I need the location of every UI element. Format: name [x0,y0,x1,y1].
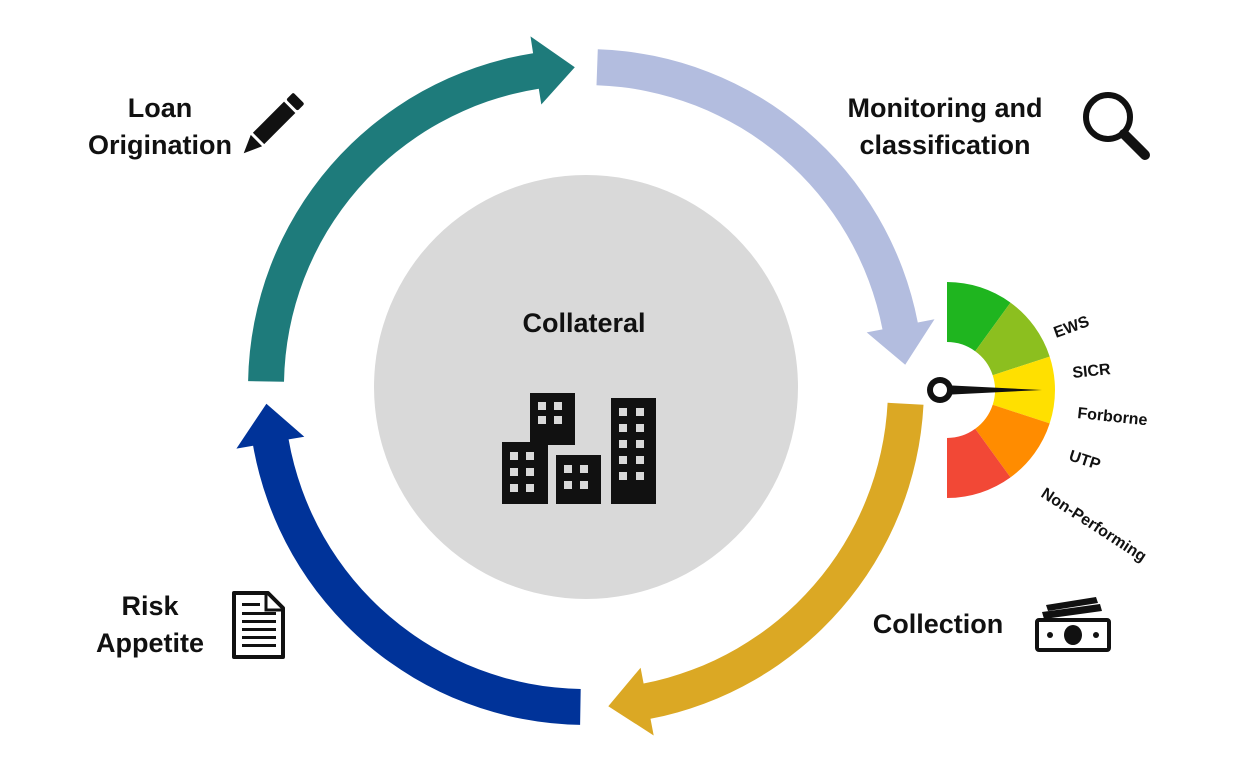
monitoring-label: Monitoring and classification [847,93,1043,160]
arrow-loan-origination [248,36,575,382]
gauge-label-sicr: SICR [1072,361,1112,382]
gauge-label-utp: UTP [1067,448,1103,474]
gauge-segment-ews [947,282,1011,352]
center-label: Collateral [522,308,645,338]
gauge-segment-sicr [975,302,1050,376]
magnifier-icon [1083,92,1150,160]
gauge-hub-center [933,383,947,397]
arrow-monitoring [596,49,935,365]
document-icon [232,591,285,659]
arrow-risk-appetite [236,403,581,725]
gauge-label-non-performing: Non-Performing [1038,485,1149,566]
buildings-icon [502,393,656,504]
pencil-icon [243,93,304,154]
gauge-segment-utp [975,404,1050,478]
collection-label: Collection [872,609,1004,639]
loan-origination-label: Loan Origination [88,93,232,160]
arrow-collection [608,402,924,736]
gauge-segment-non-performing [947,428,1011,498]
center-circle [374,175,798,599]
gauge-label-forborne: Forborne [1077,405,1149,429]
gauge-needle [942,385,1042,395]
risk-appetite-label: Risk Appetite [96,591,204,658]
money-icon [1035,597,1111,652]
gauge-label-ews: EWS [1052,313,1092,342]
